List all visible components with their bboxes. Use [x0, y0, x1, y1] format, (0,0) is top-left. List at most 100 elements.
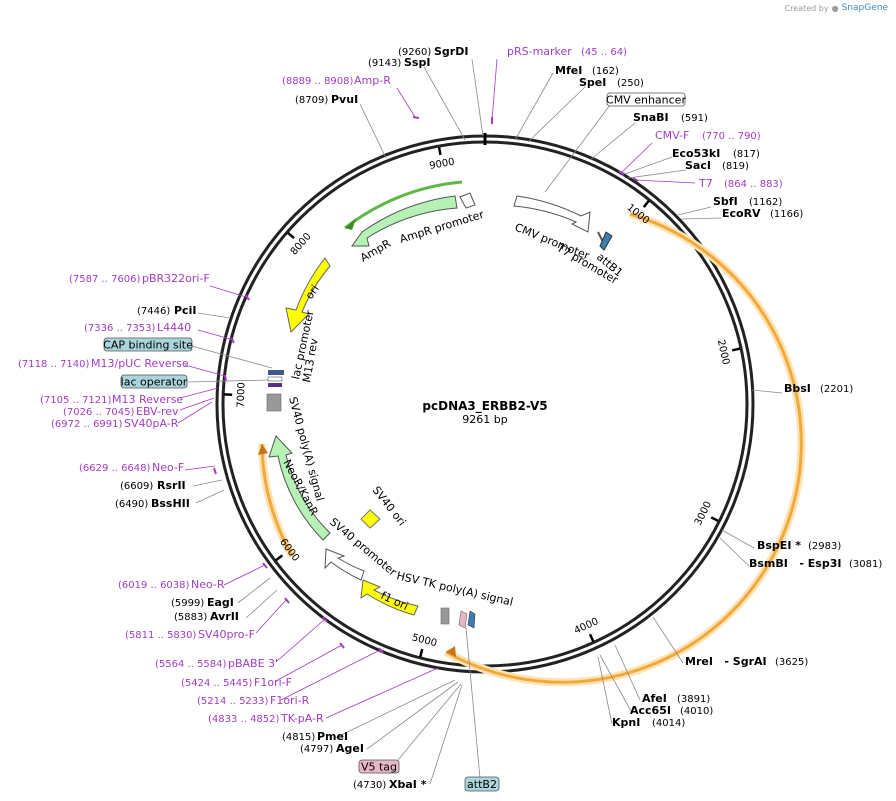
enzyme-kpni: KpnI [612, 716, 640, 729]
credit-brand: SnapGene [841, 3, 888, 13]
enzyme-mrei-sgrai: MreI - SgrAI [685, 655, 767, 668]
neor-kanr-shape [268, 435, 331, 541]
snapgene-credit: Created by ● SnapGene [785, 3, 888, 13]
plasmid-length: 9261 bp [462, 413, 507, 426]
primer-prs-marker: pRS-marker [507, 45, 572, 58]
primer-ebv-rev: EBV-rev [136, 405, 179, 418]
enzyme-pos-pvui: (8709) [295, 95, 328, 106]
box-lac-operator: lac operator [120, 374, 188, 389]
enzyme-pos-saci: (819) [722, 161, 749, 172]
leader-lines [187, 58, 783, 785]
tick-label: 9000 [429, 157, 456, 172]
box-cap-binding-site: CAP binding site [103, 337, 193, 352]
enzyme-pos-acc65i: (4010) [680, 706, 713, 717]
enzyme-pos-afei: (3891) [677, 694, 710, 705]
primer-range-f1ori-f: (5424 .. 5445) [181, 678, 253, 689]
primer-l4440: L4440 [157, 321, 191, 334]
ampr-orf-arrow [345, 218, 356, 230]
tick-mark [419, 648, 424, 658]
attb1-shape [599, 231, 613, 251]
credit-prefix: Created by [784, 3, 829, 13]
enzyme-pos-rsrii: (6609) [120, 481, 153, 492]
primer-range-l4440: (7336 .. 7353) [84, 323, 156, 334]
primer-amp-r: Amp-R [354, 74, 391, 87]
primer-neo-f: Neo-F [152, 461, 184, 474]
enzyme-pos-xbai: (4730) [353, 780, 386, 791]
box-attb2-label: attB2 [467, 778, 497, 791]
enzyme-pos-spei: (250) [617, 78, 644, 89]
primer-sv40pa-r: SV40pA-R [124, 417, 179, 430]
tick-label: 7000 [236, 382, 248, 408]
box-v5-tag-label: V5 tag [361, 761, 397, 774]
enzyme-afei: AfeI [642, 692, 667, 705]
plasmid-name: pcDNA3_ERBB2-V5 [422, 399, 547, 414]
primer-f1ori-r: F1ori-R [270, 694, 310, 707]
enzyme-pos-sgrdi: (9260) [398, 47, 431, 58]
attb2-shape [467, 610, 476, 629]
primer-range-pbabe3: (5564 .. 5584) [155, 659, 227, 670]
enzyme-avrii: AvrII [210, 610, 239, 623]
enzyme-eco53ki: Eco53kI [672, 147, 720, 160]
primer-range-ebv-rev: (7026 .. 7045) [63, 407, 135, 418]
label-sv40-promoter: SV40 promoter [327, 515, 399, 579]
enzyme-pos-snabi: (591) [681, 113, 708, 124]
enzyme-spei: SpeI [579, 76, 606, 89]
primer-range-neo-f: (6629 .. 6648) [79, 463, 151, 474]
box-attb2: attB2 [464, 776, 500, 792]
neo-orf-arc [260, 443, 294, 557]
primer-cmv-f: CMV-F [655, 129, 689, 142]
erbb2-orf-arc [445, 212, 803, 684]
enzyme-pos-pcii: (7446) [137, 306, 170, 317]
tick-mark [437, 146, 442, 156]
enzyme-snabi: SnaBI [633, 111, 669, 124]
enzyme-sgrdi: SgrDI [434, 45, 468, 58]
sv40-polya-shape [266, 393, 282, 412]
enzyme-bsmbi-esp3i: BsmBI - Esp3I [749, 557, 841, 570]
cmv-promoter-shape [513, 195, 591, 233]
ampr-orf-arc [344, 180, 463, 230]
primer-range-tk-pa-r: (4833 .. 4852) [208, 714, 280, 725]
primer-range-pbr322ori-f: (7587 .. 7606) [69, 274, 141, 285]
tick-mark [287, 231, 295, 240]
sv40-promoter-shape [324, 548, 365, 581]
primer-range-t7: (864 .. 883) [724, 179, 783, 190]
label-hsv-tk-polya-signal: HSV TK poly(A) signal [395, 569, 514, 608]
primer-range-neo-r: (6019 .. 6038) [118, 580, 190, 591]
box-cmv-enhancer: CMV enhancer [606, 92, 686, 107]
enzyme-bbsi: BbsI [784, 382, 811, 395]
ori-shape [285, 257, 331, 334]
box-lac-operator-label: lac operator [121, 376, 188, 389]
ampr-promoter-shape [459, 192, 476, 209]
primer-range-m13-puc-reverse: (7118 .. 7140) [18, 359, 90, 370]
tick-mark [710, 516, 719, 523]
enzyme-pos-agei: (4797) [300, 744, 333, 755]
enzyme-pvui: PvuI [331, 93, 358, 106]
primer-range-amp-r: (8889 .. 8908) [282, 76, 354, 87]
box-v5-tag: V5 tag [358, 759, 400, 774]
enzyme-pos-mrei: (3625) [775, 657, 808, 668]
neo-orf-arrow [258, 444, 268, 455]
label-f1-ori: f1 ori [379, 589, 410, 613]
enzyme-acc65i: Acc65I [630, 704, 671, 717]
enzyme-pos-avrii: (5883) [174, 612, 207, 623]
box-cap-binding-site-label: CAP binding site [103, 339, 193, 352]
tick-label: 3000 [693, 500, 714, 528]
enzyme-agei: AgeI [336, 742, 364, 755]
lac-promoter-shape [268, 370, 284, 375]
lac-operator-shape [268, 383, 282, 387]
v5-tag-shape [458, 610, 468, 629]
enzyme-rsrii: RsrII [157, 479, 186, 492]
primer-range-f1ori-r: (5214 .. 5233) [197, 696, 269, 707]
tick-label: 2000 [715, 339, 731, 366]
enzyme-pcii: PciI [174, 304, 196, 317]
enzyme-bspei: BspEI * [757, 539, 801, 552]
enzyme-xbai: XbaI * [389, 778, 427, 791]
enzyme-pos-eagi: (5999) [171, 598, 204, 609]
primer-tk-pa-r: TK-pA-R [280, 712, 324, 725]
enzyme-mfei: MfeI [555, 64, 582, 77]
m13-rev-shape [267, 376, 283, 382]
enzyme-pos-bsshii: (6490) [115, 499, 148, 510]
primer-range-cmv-f: (770 .. 790) [702, 131, 761, 142]
enzyme-pos-bspei: (2983) [808, 541, 841, 552]
enzyme-pos-eco53ki: (817) [733, 149, 760, 160]
